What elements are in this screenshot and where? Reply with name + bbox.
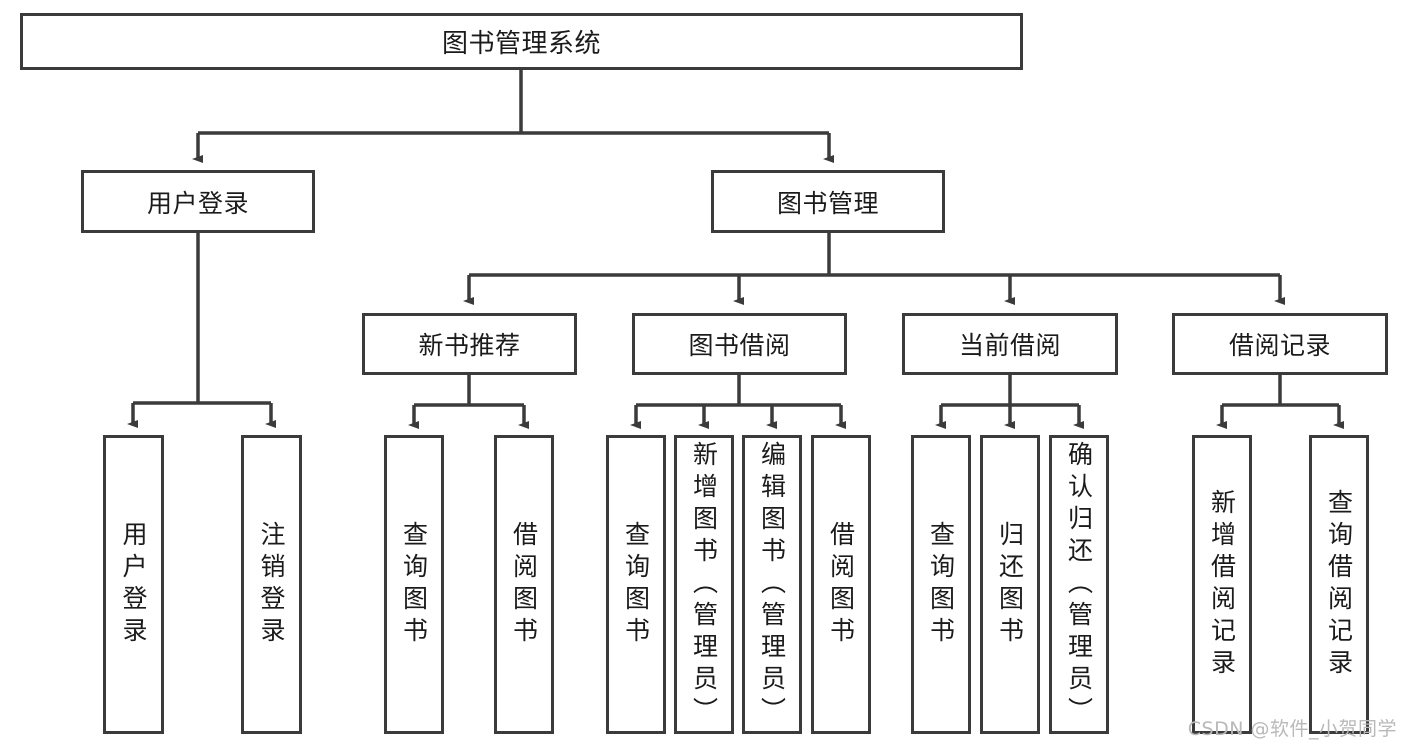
node-user-login[interactable]: 用户登录: [81, 170, 315, 233]
node-label: 借阅图书: [826, 520, 856, 649]
leaf-record-query-record[interactable]: 查询借阅记录: [1309, 435, 1369, 734]
leaf-borrow-edit-book-admin[interactable]: 编辑图书（管理员）: [742, 435, 802, 734]
leaf-current-confirm-return-admin[interactable]: 确认归还（管理员）: [1049, 435, 1109, 734]
leaf-record-add-record[interactable]: 新增借阅记录: [1192, 435, 1252, 734]
node-label: 图书管理系统: [441, 29, 601, 59]
node-label: 查询图书: [621, 520, 651, 649]
leaf-user-login-login[interactable]: 用户登录: [103, 435, 164, 734]
csdn-watermark: CSDN @软件_小贺同学: [1187, 718, 1397, 740]
leaf-current-return-book[interactable]: 归还图书: [980, 435, 1040, 734]
node-label: 新增借阅记录: [1207, 488, 1237, 681]
node-label: 用户登录: [119, 520, 148, 649]
node-label: 借阅记录: [1228, 331, 1331, 360]
node-label: 查询图书: [399, 520, 429, 649]
node-label: 新书推荐: [418, 331, 521, 360]
node-book-borrow[interactable]: 图书借阅: [632, 313, 847, 375]
node-label: 图书借阅: [688, 331, 791, 360]
node-label: 查询借阅记录: [1324, 488, 1354, 681]
node-label: 编辑图书（管理员）: [757, 440, 787, 729]
leaf-recommend-query-book[interactable]: 查询图书: [384, 435, 444, 734]
node-label: 借阅图书: [509, 520, 539, 649]
node-label: 注销登录: [257, 520, 286, 649]
node-label: 归还图书: [995, 520, 1025, 649]
node-label: 查询图书: [926, 520, 956, 649]
node-root-system[interactable]: 图书管理系统: [20, 13, 1023, 70]
node-label: 新增图书（管理员）: [689, 440, 719, 729]
node-current-borrow[interactable]: 当前借阅: [902, 313, 1118, 375]
leaf-user-login-logout[interactable]: 注销登录: [241, 435, 302, 734]
node-borrow-record[interactable]: 借阅记录: [1172, 313, 1388, 375]
leaf-borrow-add-book-admin[interactable]: 新增图书（管理员）: [674, 435, 734, 734]
leaf-current-query-book[interactable]: 查询图书: [911, 435, 971, 734]
leaf-recommend-borrow-book[interactable]: 借阅图书: [494, 435, 554, 734]
node-new-book-recommend[interactable]: 新书推荐: [362, 313, 577, 375]
node-label: 用户登录: [146, 188, 249, 218]
node-label: 确认归还（管理员）: [1064, 440, 1094, 729]
leaf-borrow-borrow-book[interactable]: 借阅图书: [811, 435, 871, 734]
node-label: 当前借阅: [958, 331, 1061, 360]
leaf-borrow-query-book[interactable]: 查询图书: [606, 435, 666, 734]
node-label: 图书管理: [776, 188, 879, 218]
node-book-management[interactable]: 图书管理: [711, 170, 945, 233]
